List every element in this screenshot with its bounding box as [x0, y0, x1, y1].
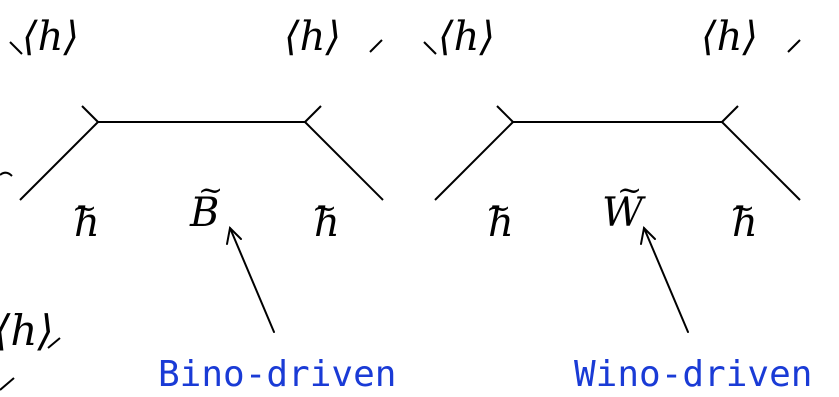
- tilde-h-left: ~: [486, 191, 511, 226]
- fermion-right-label: h: [314, 200, 340, 246]
- partial-left-fragment: ⟨h⟩: [0, 171, 61, 391]
- bino-caption: Bino-driven: [158, 354, 396, 395]
- fermion-right-label: h: [732, 200, 758, 246]
- vev-tick-left: [9, 41, 23, 55]
- vev-tick-left: [423, 41, 437, 55]
- pointer-arrow: [643, 227, 689, 333]
- vev-right-label: ⟨h⟩: [284, 14, 341, 60]
- vev-left-label: ⟨h⟩: [22, 14, 79, 60]
- propagator-label: W: [602, 190, 646, 236]
- fermion-line-right: [304, 121, 384, 201]
- partial-tick: [47, 337, 61, 349]
- vev-right-label: ⟨h⟩: [701, 14, 758, 60]
- vev-left-label: ⟨h⟩: [438, 14, 495, 60]
- pointer-arrowhead: [226, 225, 242, 245]
- wino-caption: Wino-driven: [574, 354, 812, 395]
- tilde-h-right: ~: [730, 191, 755, 226]
- fermion-line-left: [19, 121, 99, 201]
- fermion-left-label: h: [74, 200, 100, 246]
- fermion-line-right: [721, 121, 801, 201]
- propagator-label: B: [189, 190, 219, 236]
- vev-tick-right: [787, 39, 801, 53]
- insertion-stub-right: [304, 105, 322, 123]
- partial-tick-2: [0, 377, 15, 391]
- insertion-stub-right: [721, 105, 739, 123]
- insertion-stub-left: [81, 105, 99, 123]
- fermion-line-left: [434, 121, 514, 201]
- bino-diagram: ⟨h⟩ ⟨h⟩ ~ h ~ B ~ h Bino-driven: [9, 14, 396, 395]
- fermion-left-label: h: [488, 200, 514, 246]
- partial-line: [0, 171, 13, 177]
- partial-vev-label: ⟨h⟩: [0, 306, 54, 355]
- wino-diagram: ⟨h⟩ ⟨h⟩ ~ h ~ W ~ h Wino-driven: [423, 14, 812, 395]
- pointer-arrowhead: [640, 225, 656, 245]
- tilde-h-right: ~: [312, 191, 337, 226]
- insertion-stub-left: [496, 105, 514, 123]
- vev-tick-right: [369, 39, 383, 53]
- tilde-W: ~: [617, 173, 642, 208]
- tilde-B: ~: [198, 173, 223, 208]
- pointer-arrow: [229, 227, 275, 333]
- tilde-h-left: ~: [72, 191, 97, 226]
